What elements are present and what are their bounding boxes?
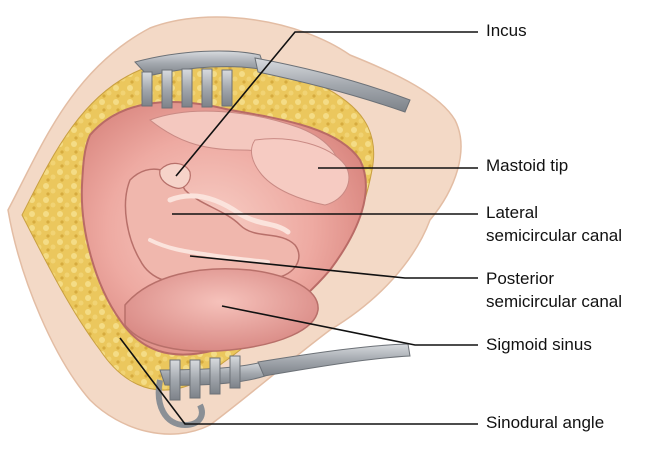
label-lateral-line2: semicircular canal [486, 226, 623, 245]
label-posterior-line1: Posterior [486, 269, 555, 288]
label-sinodural-angle: Sinodural angle [486, 413, 605, 432]
label-lateral-line1: Lateral [486, 203, 538, 222]
label-mastoid-tip: Mastoid tip [486, 156, 569, 175]
leader-lines [119, 31, 478, 425]
mastoid-tip-region [251, 138, 350, 206]
leader-sigmoid-sinus [221, 305, 478, 346]
incus-ossicle [159, 162, 191, 189]
label-incus: Incus [486, 21, 527, 40]
posterior-canal-ridge [148, 238, 270, 264]
leader-posterior-canal [189, 255, 478, 279]
leader-incus [175, 31, 478, 177]
leader-sinodural-angle [119, 337, 478, 425]
label-sigmoid-sinus: Sigmoid sinus [486, 335, 592, 354]
lower-retractor [155, 343, 411, 429]
upper-retractor [134, 50, 411, 113]
sigmoid-sinus-vessel [124, 268, 319, 353]
label-posterior-line2: semicircular canal [486, 292, 623, 311]
